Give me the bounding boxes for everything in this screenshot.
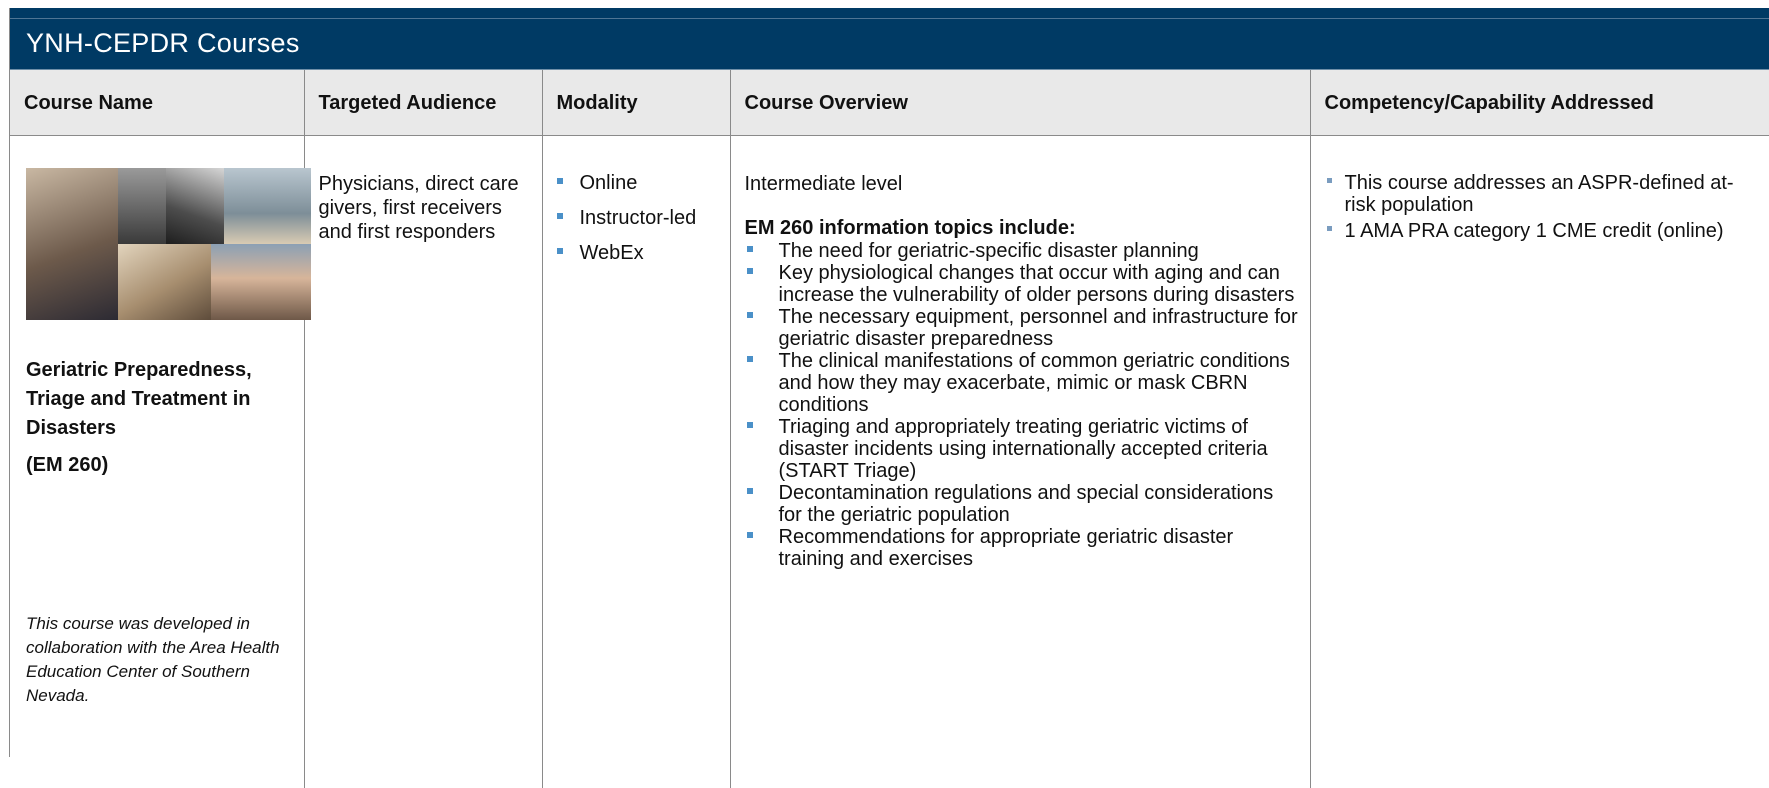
course-level: Intermediate level bbox=[745, 172, 1300, 196]
course-code: (EM 260) bbox=[26, 454, 292, 477]
modality-item: Instructor-led bbox=[557, 207, 722, 230]
photo-tile bbox=[166, 168, 224, 244]
cell-modality: Online Instructor-led WebEx bbox=[542, 136, 730, 788]
cell-course-name: Geriatric Preparedness, Triage and Treat… bbox=[10, 136, 304, 788]
list-item: The clinical manifestations of common ge… bbox=[745, 350, 1300, 416]
list-item: Triaging and appropriately treating geri… bbox=[745, 416, 1300, 482]
list-item: The necessary equipment, personnel and i… bbox=[745, 306, 1300, 350]
table-row: Geriatric Preparedness, Triage and Treat… bbox=[10, 136, 1769, 788]
photo-tile bbox=[26, 168, 118, 320]
header-banner: YNH-CEPDR Courses bbox=[10, 8, 1769, 70]
course-photo-collage bbox=[26, 168, 311, 320]
modality-item: Online bbox=[557, 172, 722, 195]
modality-list: Online Instructor-led WebEx bbox=[557, 172, 722, 265]
modality-item: WebEx bbox=[557, 242, 722, 265]
competency-list: This course addresses an ASPR-defined at… bbox=[1325, 172, 1763, 242]
course-document: YNH-CEPDR Courses Course Name Targeted A… bbox=[9, 8, 1769, 757]
table-header-row: Course Name Targeted Audience Modality C… bbox=[10, 70, 1769, 136]
header-competency: Competency/Capability Addressed bbox=[1310, 70, 1769, 136]
list-item: 1 AMA PRA category 1 CME credit (online) bbox=[1325, 220, 1763, 242]
courses-table: Course Name Targeted Audience Modality C… bbox=[10, 70, 1769, 788]
cell-competency: This course addresses an ASPR-defined at… bbox=[1310, 136, 1769, 788]
list-item: The need for geriatric-specific disaster… bbox=[745, 240, 1300, 262]
topics-list: The need for geriatric-specific disaster… bbox=[745, 240, 1300, 570]
topics-heading: EM 260 information topics include: bbox=[745, 216, 1300, 240]
development-credit-note: This course was developed in collaborati… bbox=[26, 612, 316, 708]
banner-rule bbox=[10, 18, 1769, 19]
photo-tile bbox=[211, 244, 311, 320]
page-title: YNH-CEPDR Courses bbox=[26, 28, 300, 59]
audience-text: Physicians, direct care givers, first re… bbox=[319, 172, 530, 244]
photo-tile bbox=[118, 168, 166, 244]
cell-course-overview: Intermediate level EM 260 information to… bbox=[730, 136, 1310, 788]
cell-targeted-audience: Physicians, direct care givers, first re… bbox=[304, 136, 542, 788]
list-item: This course addresses an ASPR-defined at… bbox=[1325, 172, 1763, 216]
list-item: Decontamination regulations and special … bbox=[745, 482, 1300, 526]
photo-tile bbox=[224, 168, 311, 244]
header-modality: Modality bbox=[542, 70, 730, 136]
list-item: Key physiological changes that occur wit… bbox=[745, 262, 1300, 306]
header-targeted-audience: Targeted Audience bbox=[304, 70, 542, 136]
header-course-name: Course Name bbox=[10, 70, 304, 136]
photo-tile bbox=[118, 244, 211, 320]
list-item: Recommendations for appropriate geriatri… bbox=[745, 526, 1300, 570]
header-course-overview: Course Overview bbox=[730, 70, 1310, 136]
course-title: Geriatric Preparedness, Triage and Treat… bbox=[26, 356, 292, 443]
